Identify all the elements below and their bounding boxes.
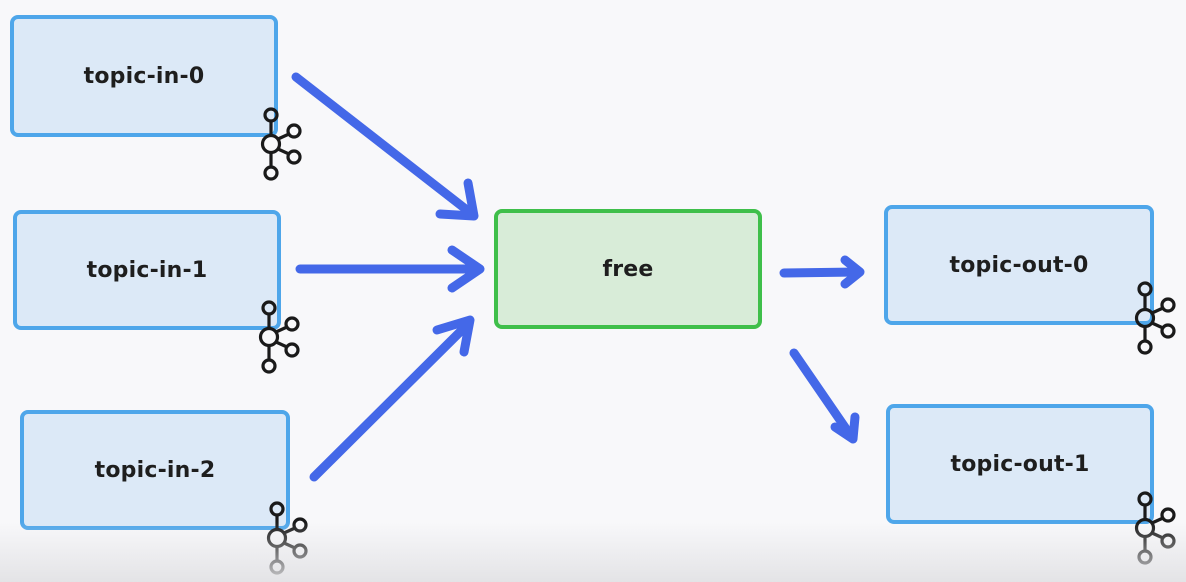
topic-in-2-box[interactable]: topic-in-2 — [20, 410, 290, 530]
arrow-free-to-out1 — [789, 348, 860, 444]
arrow-in1-to-free — [295, 245, 485, 293]
arrow-in2-to-free — [309, 315, 475, 482]
processor-label: free — [602, 256, 654, 282]
kafka-icon — [266, 501, 308, 575]
topic-in-1-box[interactable]: topic-in-1 — [13, 210, 281, 330]
kafka-icon — [260, 107, 302, 181]
topic-out-1-label: topic-out-1 — [950, 451, 1090, 477]
topic-out-0-box[interactable]: topic-out-0 — [884, 205, 1154, 325]
processor-box[interactable]: free — [494, 209, 762, 329]
arrow-free-to-out0 — [779, 255, 865, 289]
topic-out-0-label: topic-out-0 — [949, 252, 1089, 278]
kafka-icon — [1134, 491, 1176, 565]
kafka-icon — [258, 300, 300, 374]
arrow-in0-to-free — [291, 72, 479, 221]
topic-out-1-box[interactable]: topic-out-1 — [886, 404, 1154, 524]
kafka-icon — [1134, 281, 1176, 355]
topic-in-0-label: topic-in-0 — [83, 63, 205, 89]
topic-in-0-box[interactable]: topic-in-0 — [10, 15, 278, 137]
topic-in-1-label: topic-in-1 — [86, 257, 208, 283]
topic-in-2-label: topic-in-2 — [94, 457, 216, 483]
